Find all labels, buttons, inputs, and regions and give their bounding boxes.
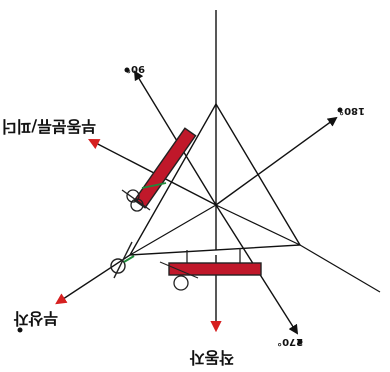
tilted-red-bar xyxy=(133,127,197,209)
arrow-90 xyxy=(133,70,217,206)
tilted-bar-green-mark xyxy=(141,182,167,189)
left-joint xyxy=(110,241,135,279)
dot-180 xyxy=(337,107,343,113)
tilted-bar-cross xyxy=(121,189,151,211)
bar-wheel xyxy=(173,275,189,291)
center-to-left xyxy=(129,204,217,256)
dot-90 xyxy=(124,67,130,73)
joint-cross-line xyxy=(113,241,133,279)
center-to-right xyxy=(215,204,301,246)
axis-right-extension xyxy=(299,244,381,293)
label-bottom: 작동자 xyxy=(190,348,234,367)
arrow-180 xyxy=(215,116,338,206)
joint-wheel xyxy=(110,258,126,274)
label-90: 90° xyxy=(126,63,145,74)
dot-270 xyxy=(297,339,303,345)
horizontal-bar-unit xyxy=(159,248,262,291)
label-270: 270° xyxy=(277,336,303,347)
red-arrow-left-top xyxy=(88,138,217,206)
dot-left-bottom xyxy=(17,327,23,333)
tilted-bar-unit xyxy=(121,127,197,212)
label-left-top: 부동분류/피더 xyxy=(2,117,96,136)
red-arrow-left-bottom xyxy=(55,254,131,305)
label-180: 180° xyxy=(339,105,365,116)
bar-left-cross xyxy=(159,261,199,279)
wheel-left-top xyxy=(126,189,140,203)
joint-green-mark xyxy=(123,255,135,263)
label-left-bottom: 부상자 xyxy=(14,309,58,328)
horizontal-red-bar xyxy=(168,262,262,276)
